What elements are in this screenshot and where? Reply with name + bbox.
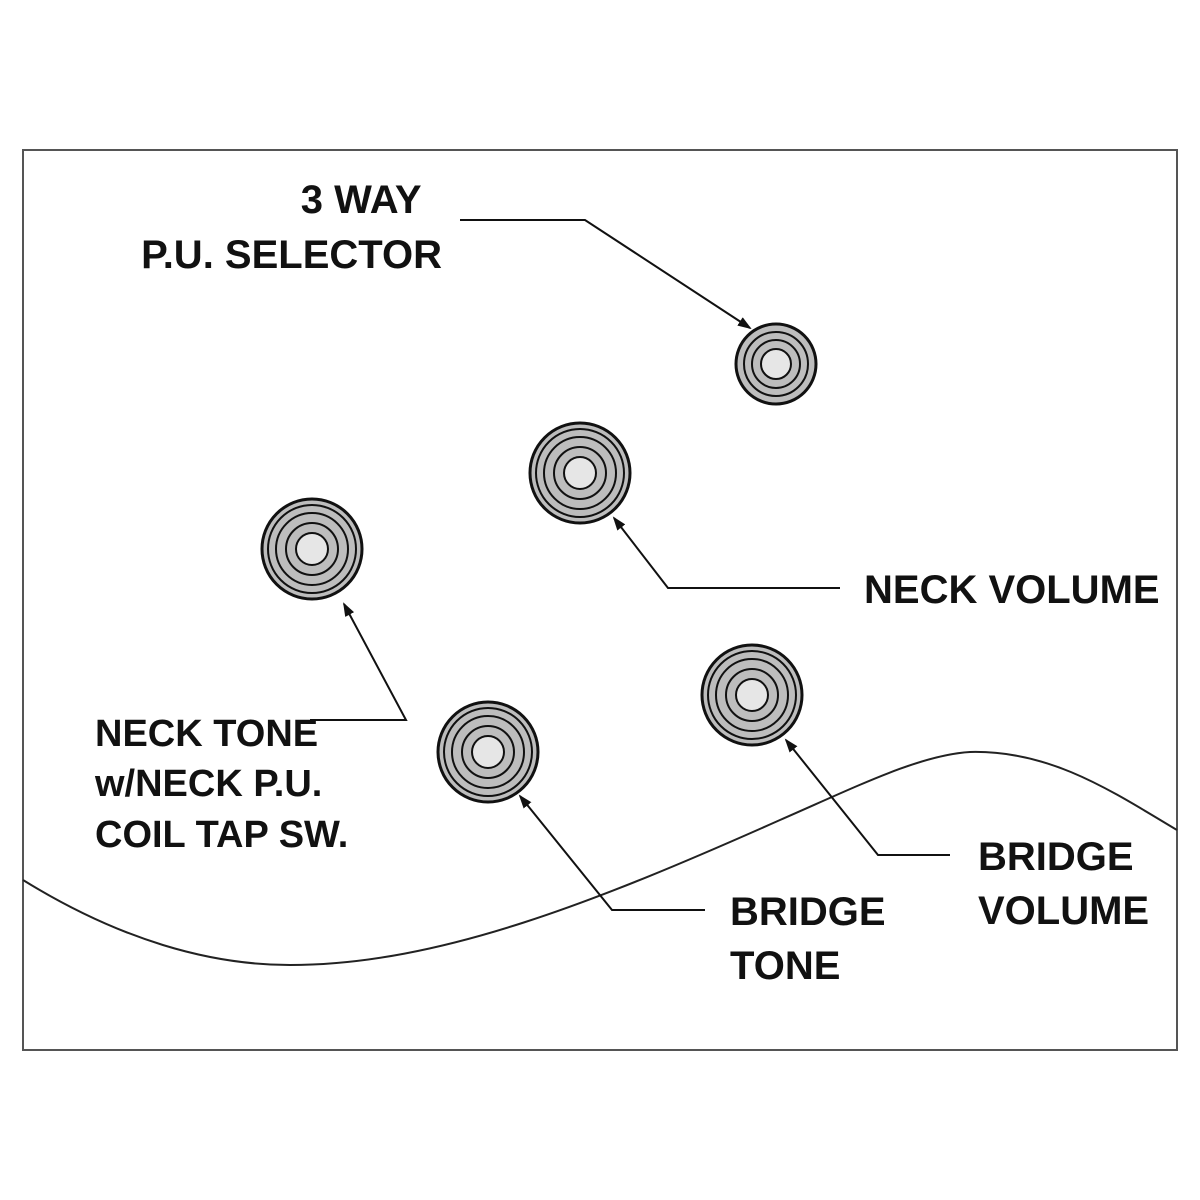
diagram-frame — [22, 149, 1178, 1051]
bridge-volume-knob — [700, 643, 804, 747]
knob-ring — [471, 735, 505, 769]
selector-leader-arrow — [460, 219, 752, 330]
pickup-selector-knob — [734, 322, 818, 406]
knob-ring — [563, 456, 597, 490]
knob-ring — [295, 532, 329, 566]
knob-ring — [735, 678, 769, 712]
neck-tone-knob — [260, 497, 364, 601]
neck-volume-knob — [528, 421, 632, 525]
neck-volume-label: NECK VOLUME — [864, 568, 1160, 612]
knob-ring — [760, 348, 792, 380]
neck-tone-leader-arrow — [310, 602, 408, 721]
bridge-tone-label: BRIDGE TONE — [730, 890, 897, 988]
bridge-tone-knob — [436, 700, 540, 804]
neck-tone-label: NECK TONE w/NECK P.U. COIL TAP SW. — [94, 713, 348, 856]
bridge-volume-leader-arrow — [784, 738, 950, 856]
neck-volume-leader-arrow — [612, 516, 840, 589]
selector-label: 3 WAY P.U. SELECTOR — [141, 178, 442, 277]
bridge-tone-leader-arrow — [518, 794, 705, 911]
guitar-body-edge-curve — [22, 750, 1178, 967]
bridge-volume-label: BRIDGE VOLUME — [978, 835, 1149, 933]
